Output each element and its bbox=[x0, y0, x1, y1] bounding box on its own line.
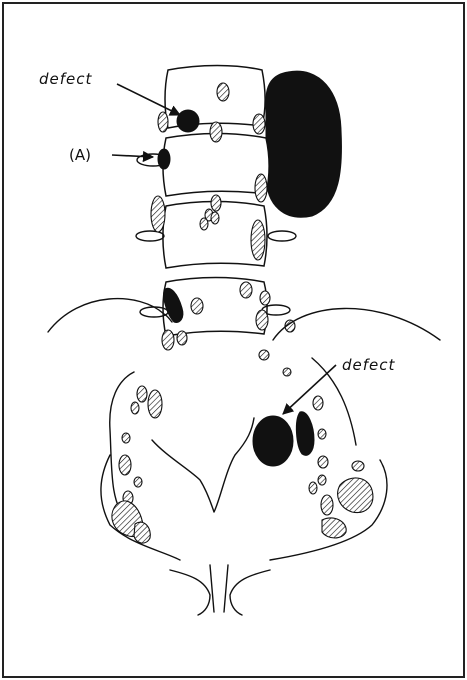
pelvic-defect-secondary bbox=[296, 412, 314, 455]
vertebra-2 bbox=[163, 134, 269, 197]
label-defect-pelvis: defect bbox=[342, 356, 396, 374]
arrow-marker-a bbox=[112, 155, 153, 157]
label-defect-top: defect bbox=[39, 70, 93, 88]
pelvic-defect-mark bbox=[253, 416, 293, 466]
label-marker-a: (A) bbox=[69, 146, 91, 164]
soft-tissue-mass bbox=[266, 71, 341, 217]
pelvis-solid-marks bbox=[253, 412, 314, 466]
marker-a-mark bbox=[158, 149, 170, 169]
defect-upper-mark bbox=[177, 110, 199, 132]
pelvis-hatched-marks bbox=[112, 386, 373, 543]
pelvis-outline bbox=[48, 299, 440, 615]
